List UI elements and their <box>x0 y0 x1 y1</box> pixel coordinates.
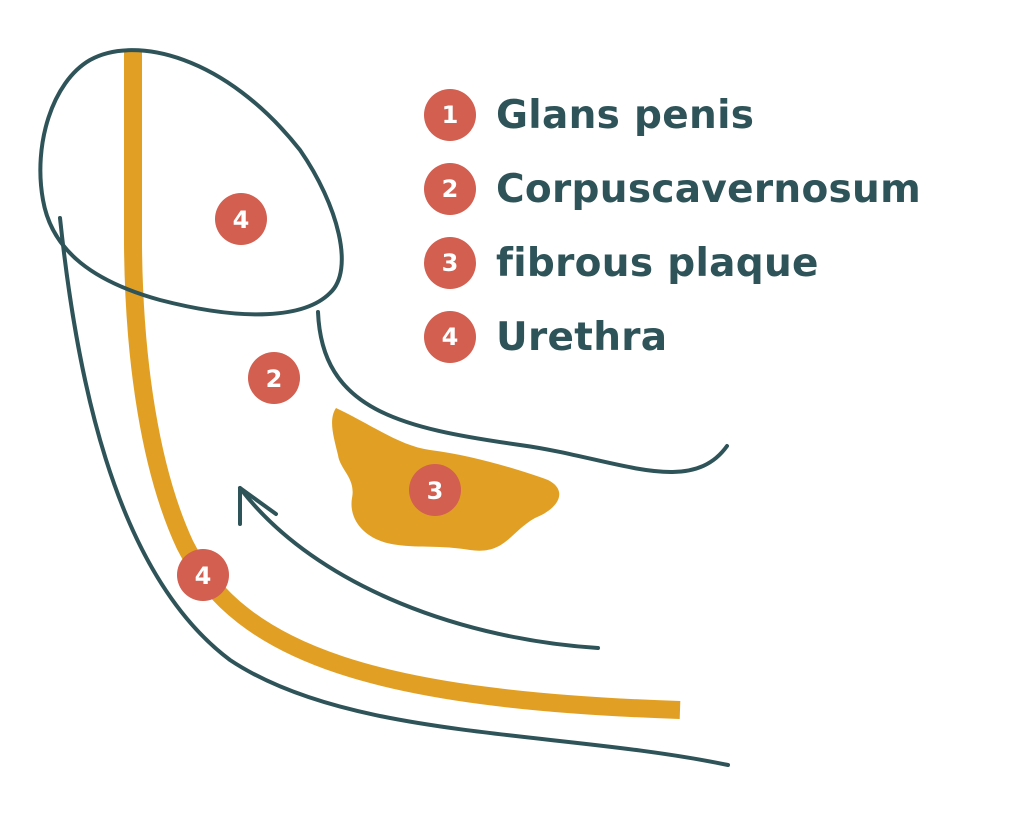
svg-text:2: 2 <box>266 365 283 393</box>
legend-badge: 2 <box>424 163 476 215</box>
legend-badge: 3 <box>424 237 476 289</box>
marker-fibrous-plaque: 3 <box>409 464 461 516</box>
legend-label: Urethra <box>496 314 668 360</box>
marker-urethra-glans: 4 <box>215 193 267 245</box>
legend-item-glans-penis: 1 Glans penis <box>424 78 1014 152</box>
curvature-arrow <box>238 486 600 650</box>
legend-badge: 1 <box>424 89 476 141</box>
marker-corpus-cavernosum: 2 <box>248 352 300 404</box>
glans-outline <box>38 48 344 317</box>
legend-item-corpus-cavernosum: 2 Corpuscavernosum <box>424 152 1014 226</box>
legend-badge: 4 <box>424 311 476 363</box>
shaft-outer-outline <box>58 216 730 767</box>
svg-text:4: 4 <box>233 206 250 234</box>
svg-text:4: 4 <box>195 562 212 590</box>
legend-item-urethra: 4 Urethra <box>424 300 1014 374</box>
legend-item-fibrous-plaque: 3 fibrous plaque <box>424 226 1014 300</box>
svg-text:3: 3 <box>427 477 444 505</box>
shaft-upper-outline <box>316 310 729 474</box>
curvature-arrow-head <box>238 486 278 526</box>
legend-label: Glans penis <box>496 92 755 138</box>
legend-label: Corpuscavernosum <box>496 166 922 212</box>
legend: 1 Glans penis 2 Corpuscavernosum 3 fibro… <box>424 78 1014 374</box>
marker-urethra-shaft: 4 <box>177 549 229 601</box>
legend-label: fibrous plaque <box>496 240 819 286</box>
